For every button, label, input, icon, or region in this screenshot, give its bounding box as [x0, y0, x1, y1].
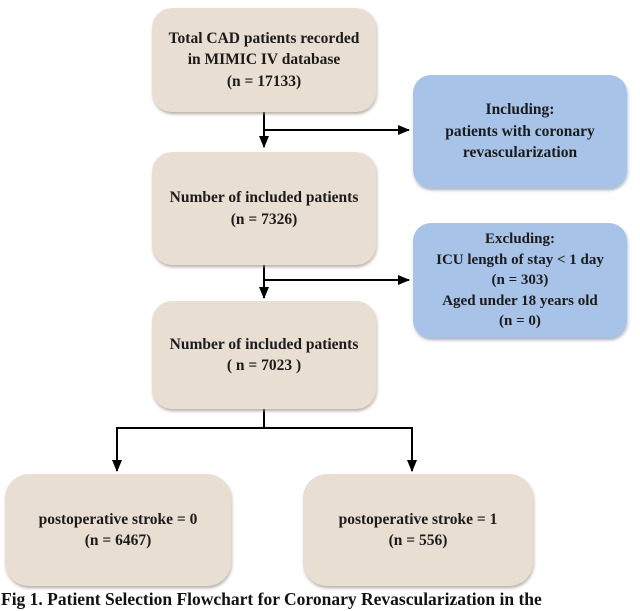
- node-total-cad-patients: Total CAD patients recorded in MIMIC IV …: [152, 8, 376, 112]
- node-text-line: (n = 7326): [230, 210, 298, 228]
- node-text-line: postoperative stroke = 1: [338, 510, 498, 528]
- node-text-line: Including:: [485, 101, 555, 119]
- node-including: Including: patients with coronary revasc…: [413, 75, 627, 188]
- node-text-line: postoperative stroke = 0: [38, 510, 198, 528]
- node-postoperative-stroke-0: postoperative stroke = 0 (n = 6467): [5, 474, 231, 586]
- node-text-line: in MIMIC IV database: [187, 51, 341, 69]
- node-text-line: (n = 303): [491, 272, 549, 289]
- node-text-line: ICU length of stay < 1 day: [436, 251, 604, 268]
- node-text-line: patients with coronary: [445, 122, 595, 140]
- node-text-line: (n = 17133): [226, 72, 302, 90]
- node-text-line: Number of included patients: [169, 335, 359, 353]
- node-text-line: ( n = 7023 ): [226, 357, 302, 374]
- figure-caption: Fig 1. Patient Selection Flowchart for C…: [1, 589, 542, 609]
- node-text-line: (n = 556): [388, 532, 448, 549]
- node-text-line: Number of included patients: [169, 189, 359, 206]
- node-included-patients-2: Number of included patients ( n = 7023 ): [152, 301, 376, 409]
- node-text-line: (n = 6467): [84, 532, 152, 549]
- node-text-line: Excluding:: [484, 231, 556, 248]
- node-text-line: Aged under 18 years old: [442, 292, 598, 309]
- node-postoperative-stroke-1: postoperative stroke = 1 (n = 556): [303, 474, 533, 586]
- node-text-line: revascularization: [462, 144, 578, 162]
- node-excluding: Excluding: ICU length of stay < 1 day (n…: [413, 223, 627, 338]
- node-text-line: Total CAD patients recorded: [168, 29, 360, 47]
- node-included-patients-1: Number of included patients (n = 7326): [152, 152, 376, 265]
- node-text-line: (n = 0): [499, 313, 541, 330]
